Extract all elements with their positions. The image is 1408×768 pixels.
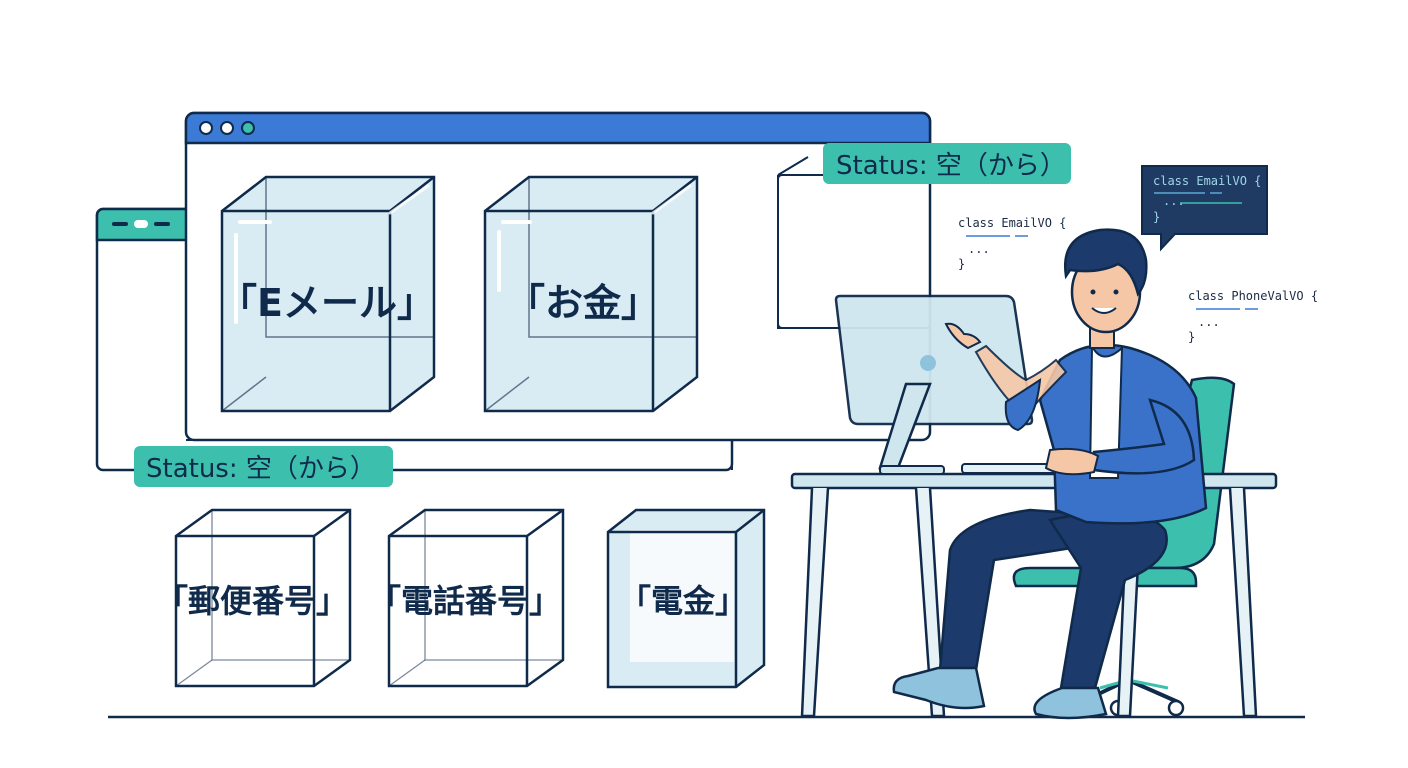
window-maximize-icon[interactable] <box>241 121 255 135</box>
phone-code-line2: ... <box>1198 315 1220 329</box>
email-code-line3: } <box>958 257 965 271</box>
window-minimize-icon[interactable] <box>220 121 234 135</box>
status-badge-top: Status: 空（から） <box>823 143 1071 184</box>
phone-code-line1: class PhoneValVO { <box>1188 289 1318 303</box>
email-code-line1: class EmailVO { <box>958 216 1066 230</box>
bubble-code-line3: } <box>1153 210 1160 224</box>
bubble-code-line2: ... <box>1163 194 1185 208</box>
code-snippet-email: class EmailVO { ... } <box>958 216 1066 271</box>
bubble-code-line1: class EmailVO { <box>1153 174 1261 188</box>
titlebar-dash-icon <box>154 222 170 226</box>
code-snippet-phone: class PhoneValVO { ... } <box>1188 289 1318 344</box>
status-text-bottom: Status: 空（から） <box>146 454 376 484</box>
monitor <box>834 294 1079 475</box>
status-text-top: Status: 空（から） <box>836 151 1066 181</box>
cube-electric-money: 「電金」 <box>606 508 766 689</box>
titlebar-dot-icon <box>134 220 148 228</box>
desk <box>790 472 1278 718</box>
phone-code-line3: } <box>1188 330 1195 344</box>
cube-email: 「Eメール」 <box>219 175 436 413</box>
window-close-icon[interactable] <box>199 121 213 135</box>
cube-label-postal-code: 「郵便番号」 <box>156 582 348 620</box>
cube-label-money: 「お金」 <box>507 281 659 325</box>
cube-label-phone-number: 「電話番号」 <box>369 582 561 620</box>
person <box>892 228 1208 720</box>
status-badge-bottom: Status: 空（から） <box>134 446 393 487</box>
cube-label-email: 「Eメール」 <box>219 281 435 325</box>
email-code-line2: ... <box>968 242 990 256</box>
cube-money: 「お金」 <box>483 175 699 413</box>
cube-label-electric-money: 「電金」 <box>619 582 747 620</box>
front-window-titlebar <box>184 111 932 145</box>
cube-postal-code: 「郵便番号」 <box>156 508 352 688</box>
cube-phone-number: 「電話番号」 <box>369 508 565 688</box>
code-bubble: class EmailVO { ... } <box>1141 165 1268 252</box>
titlebar-dash-icon <box>112 222 128 226</box>
